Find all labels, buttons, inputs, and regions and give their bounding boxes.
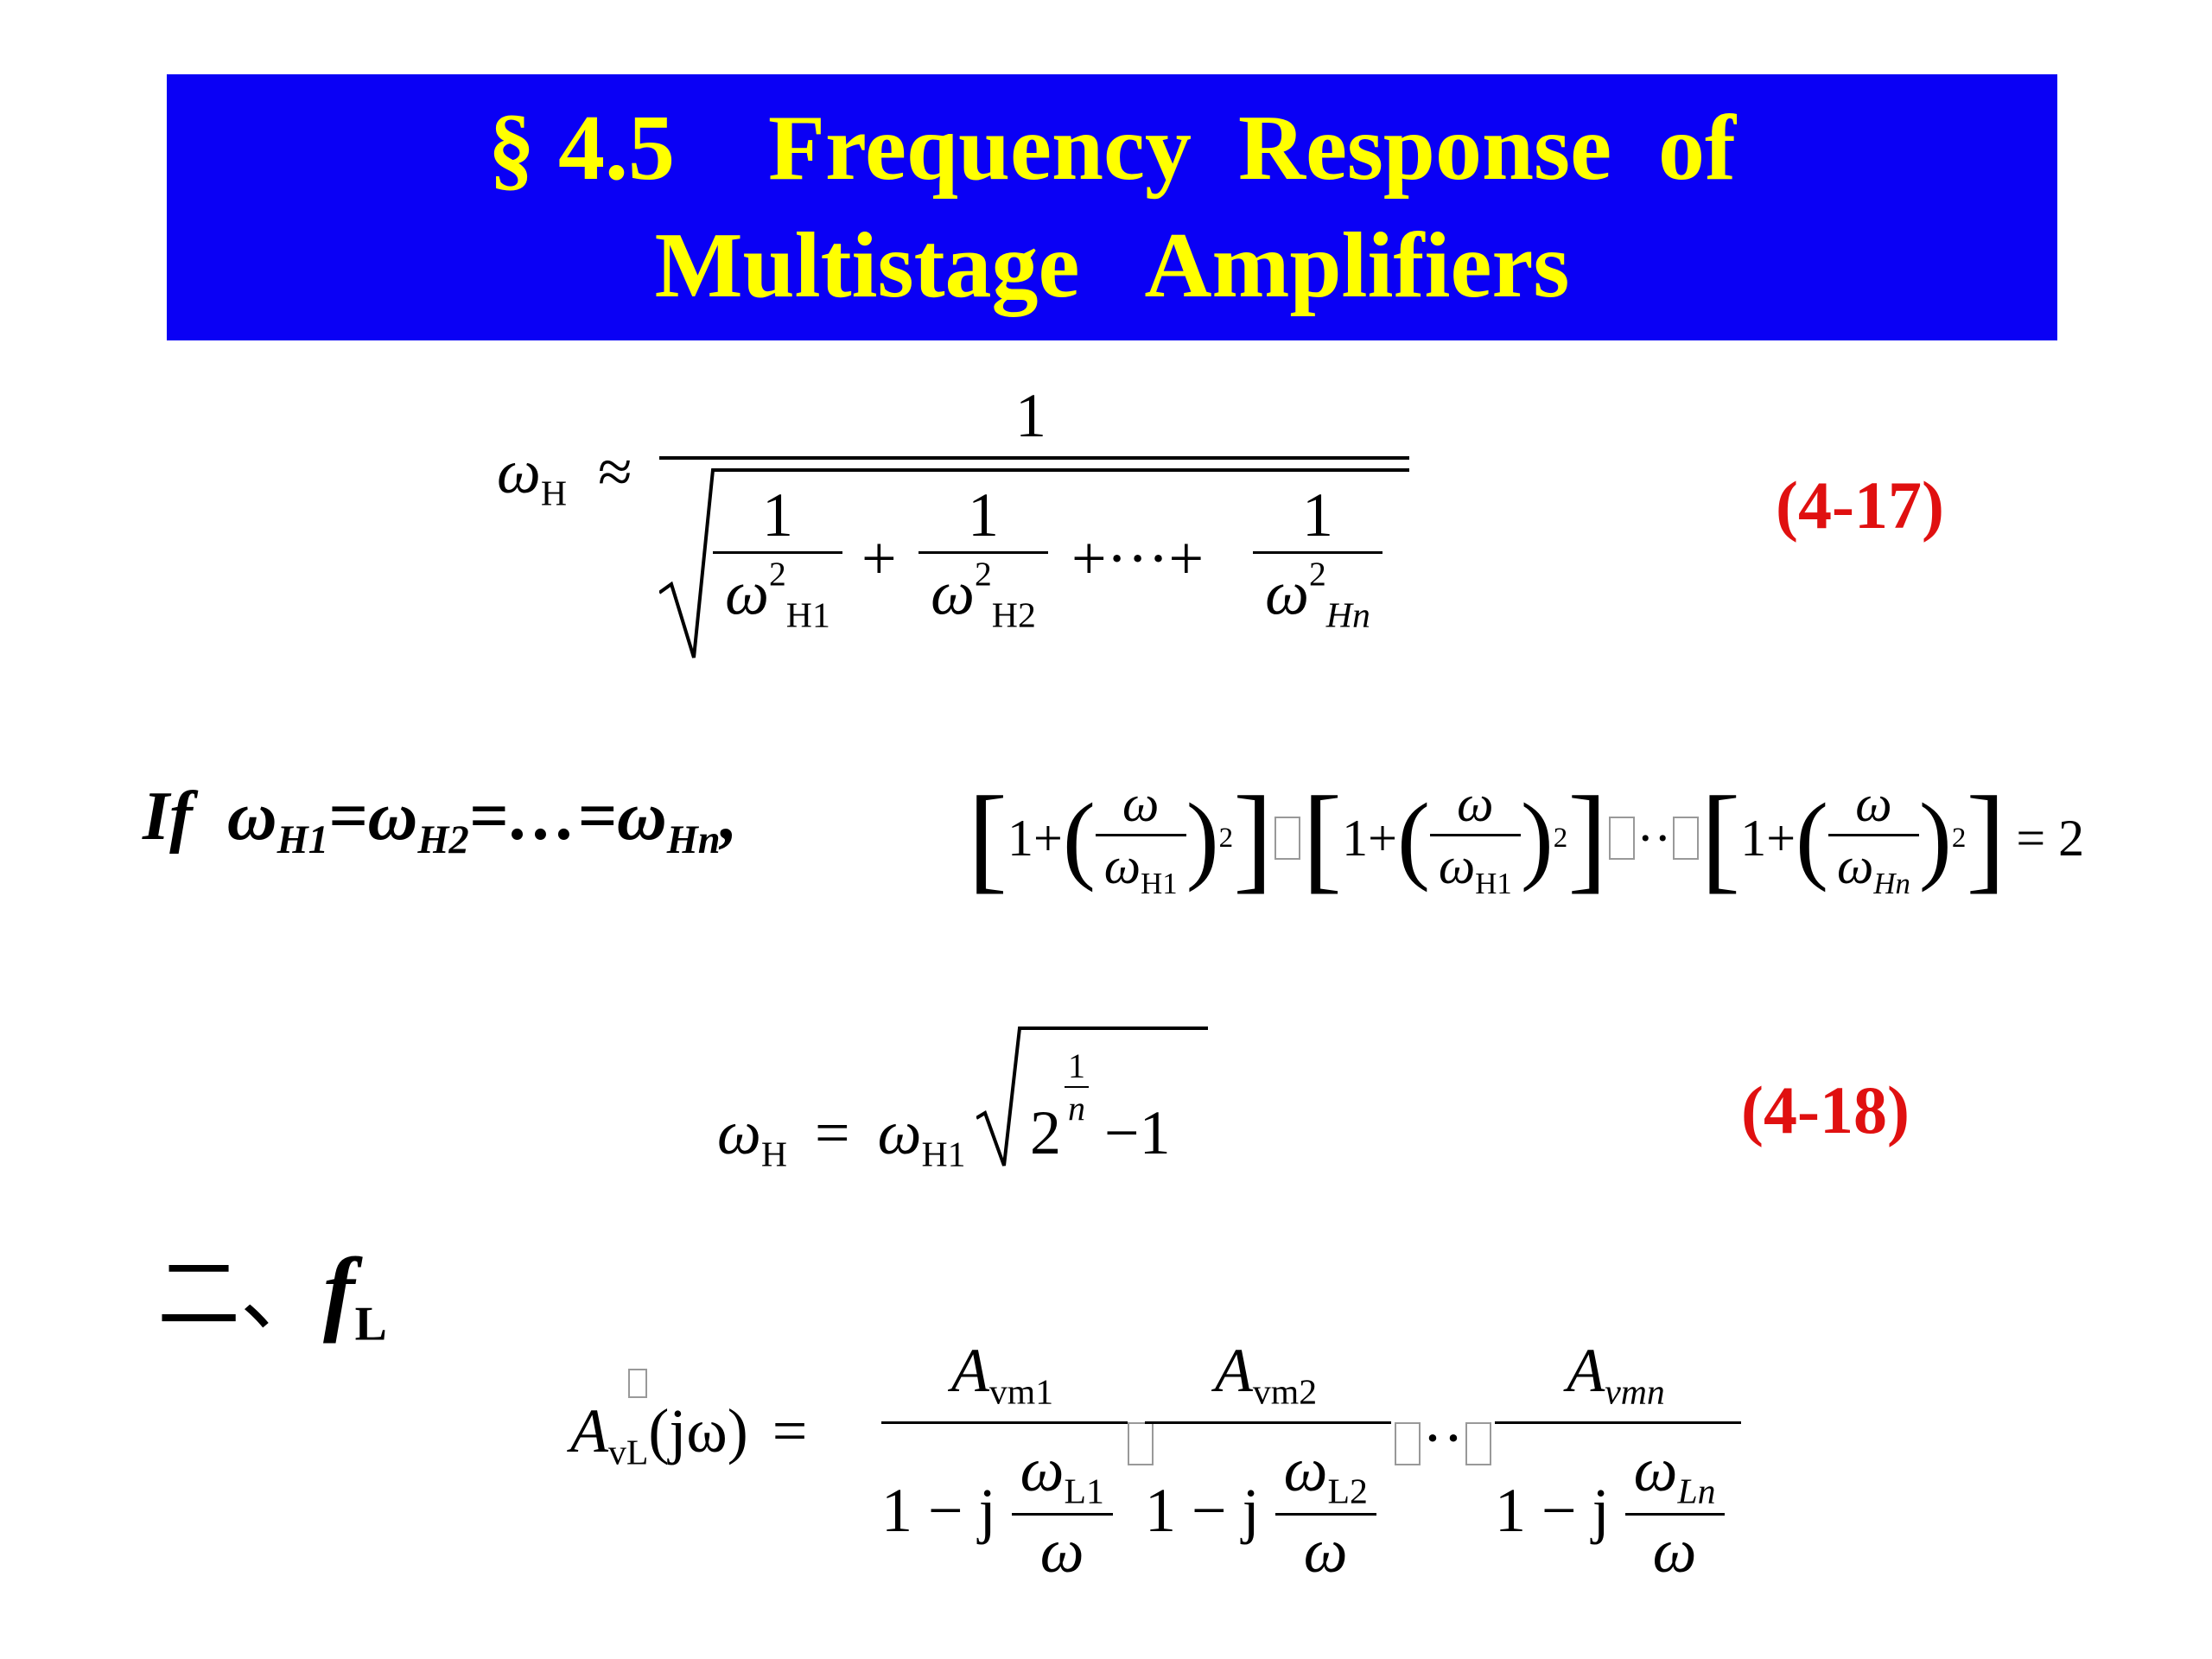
eq-label-4-17: (4-17) <box>1776 467 1944 543</box>
condition-text: If ωH1=ωH2=…=ωHn, <box>143 779 738 863</box>
eq1-term-n: 1 ω2Hn <box>1253 480 1382 636</box>
title-line-1: § 4.5 Frequency Response of <box>488 97 1736 200</box>
eq1-term-2: 1 ω2H2 <box>918 480 1048 636</box>
title-banner: § 4.5 Frequency Response of Multistage A… <box>167 74 2057 340</box>
eq1-ellipsis: +···+ <box>1071 524 1205 593</box>
eq1-fraction-bar <box>659 456 1409 460</box>
eq1-plus-1: + <box>861 524 897 593</box>
placeholder-box <box>628 1369 647 1399</box>
eq1-lhs: ωH ≈ <box>497 437 632 514</box>
placeholder-box <box>1673 817 1700 860</box>
placeholder-box <box>1274 817 1301 860</box>
eq-label-4-18: (4-18) <box>1741 1072 1910 1147</box>
eq1-numerator: 1 <box>1015 381 1046 450</box>
eq1-term-1: 1 ω2H1 <box>713 480 842 636</box>
placeholder-box <box>1465 1422 1491 1466</box>
section-heading: 二、fL <box>157 1238 387 1351</box>
placeholder-box <box>1128 1422 1154 1466</box>
equation-4-17: ωH ≈ 1 1 ω2H1 + 1 ω2H2 +···+ 1 ω2Hn <box>497 380 1430 674</box>
placeholder-box <box>1609 817 1636 860</box>
radical-sign <box>976 1027 1208 1166</box>
title-line-2: Multistage Amplifiers <box>654 214 1570 317</box>
radical-sign <box>659 468 1409 658</box>
placeholder-box <box>1395 1422 1421 1466</box>
